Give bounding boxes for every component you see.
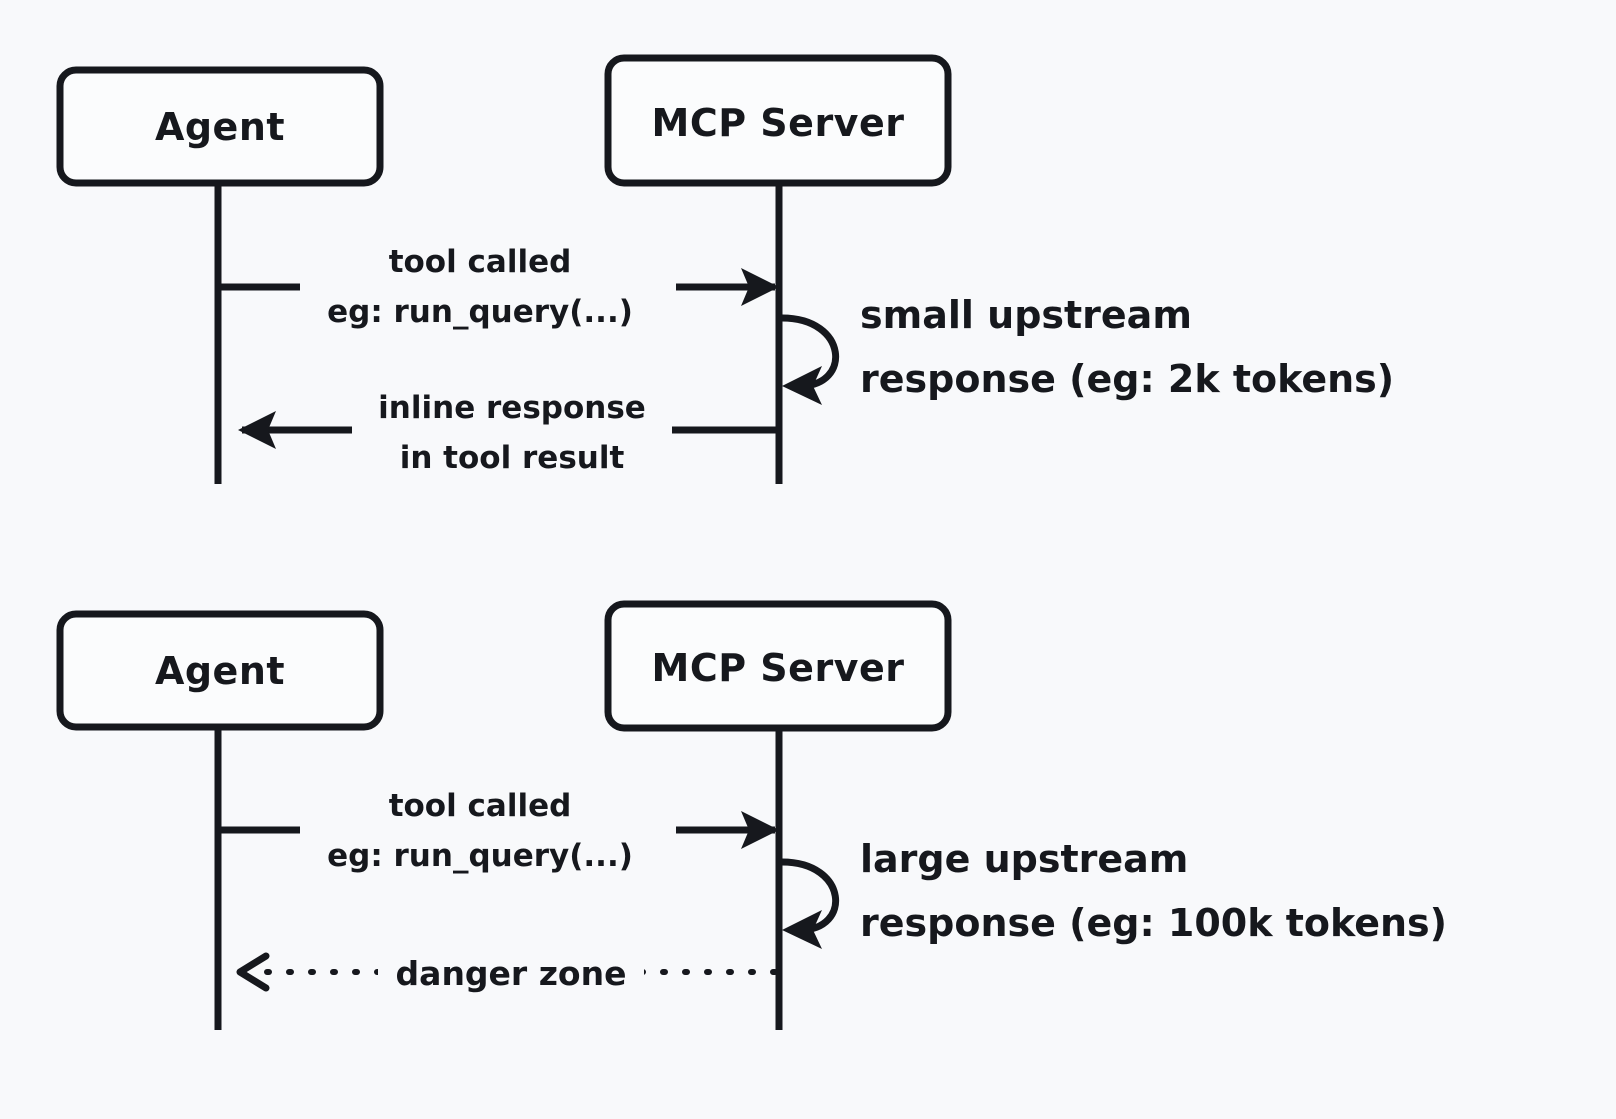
message-tool-call-2[interactable]: tool called eg: run_query(...): [218, 776, 779, 876]
participant-label-mcp-server-1: MCP Server: [652, 101, 905, 145]
arrowhead-right-tool-call-2: [741, 811, 779, 849]
note-label-upstream-2-line2: response (eg: 100k tokens): [860, 901, 1447, 945]
participant-agent-1[interactable]: Agent: [56, 66, 384, 187]
participant-box-agent-2: [56, 610, 384, 731]
message-tool-result-1[interactable]: inline response in tool result: [238, 378, 779, 478]
participant-label-mcp-server-2: MCP Server: [652, 646, 905, 690]
label-backdrop-tool-result-1: [352, 378, 672, 478]
message-tool-call-1[interactable]: tool called eg: run_query(...): [218, 232, 779, 332]
message-self-upstream-1[interactable]: small upstream response (eg: 2k tokens): [778, 293, 1394, 405]
participant-box-agent-1: [56, 66, 384, 187]
message-label-tool-call-1-line2: eg: run_query(...): [327, 294, 633, 330]
diagram-small-response: Agent MCP Server tool called eg: run_que…: [56, 54, 1394, 484]
message-label-tool-call-2-line2: eg: run_query(...): [327, 838, 633, 874]
self-loop-path-2: [778, 858, 840, 934]
label-backdrop-tool-call-1: [300, 232, 676, 332]
arrowhead-self-loop-2: [782, 910, 822, 949]
participant-mcp-server-1[interactable]: MCP Server: [604, 54, 952, 187]
participant-label-agent-1: Agent: [155, 105, 285, 149]
arrowhead-right-tool-call-1: [741, 268, 779, 306]
message-label-tool-result-1-line2: in tool result: [400, 440, 625, 476]
message-self-upstream-2[interactable]: large upstream response (eg: 100k tokens…: [778, 837, 1447, 949]
label-backdrop-tool-call-2: [300, 776, 676, 876]
label-backdrop-danger-zone: [378, 940, 644, 1004]
arrowhead-self-loop-1: [782, 366, 822, 405]
diagram-large-response: Agent MCP Server tool called eg: run_que…: [56, 600, 1447, 1030]
participant-mcp-server-2[interactable]: MCP Server: [604, 600, 952, 732]
arrowhead-left-tool-result-1: [238, 411, 276, 449]
message-label-tool-call-1-line1: tool called: [389, 244, 572, 280]
message-label-danger-zone: danger zone: [396, 954, 627, 993]
message-label-tool-call-2-line1: tool called: [389, 788, 572, 824]
message-label-tool-result-1-line1: inline response: [378, 390, 646, 426]
self-loop-path-1: [778, 314, 840, 390]
note-label-upstream-2-line1: large upstream: [860, 837, 1188, 881]
note-label-upstream-1-line1: small upstream: [860, 293, 1192, 337]
message-danger-zone-2[interactable]: danger zone: [236, 940, 778, 1004]
arrowhead-left-danger-zone: [236, 952, 270, 992]
participant-box-mcp-server-2: [604, 600, 952, 732]
participant-agent-2[interactable]: Agent: [56, 610, 384, 731]
participant-box-mcp-server-1: [604, 54, 952, 187]
note-label-upstream-1-line2: response (eg: 2k tokens): [860, 357, 1394, 401]
participant-label-agent-2: Agent: [155, 649, 285, 693]
